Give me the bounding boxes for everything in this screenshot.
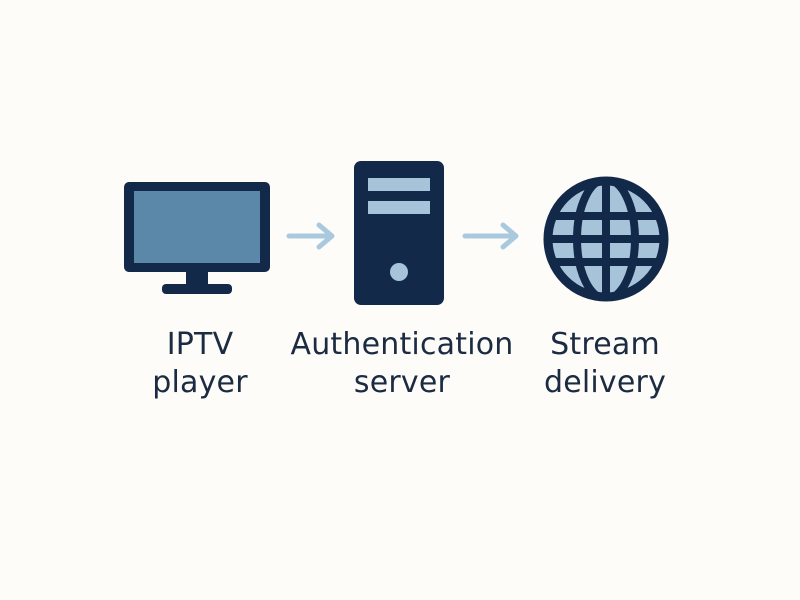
- node-label-iptv-player: IPTV player: [110, 326, 290, 402]
- tv-monitor-icon: [124, 182, 270, 294]
- node-label-line: server: [353, 365, 451, 400]
- node-label-line: Stream: [550, 327, 660, 362]
- arrow-right-icon: [286, 222, 335, 250]
- node-label-authentication-server: Authentication server: [282, 326, 522, 402]
- node-label-line: delivery: [543, 365, 667, 400]
- globe-icon: [543, 176, 669, 302]
- server-tower-icon: [354, 161, 444, 305]
- node-label-line: Authentication: [290, 327, 514, 362]
- arrow-right-icon: [462, 222, 519, 250]
- node-label-line: player: [152, 365, 248, 400]
- node-label-line: IPTV: [166, 327, 234, 362]
- node-label-stream-delivery: Stream delivery: [515, 326, 695, 402]
